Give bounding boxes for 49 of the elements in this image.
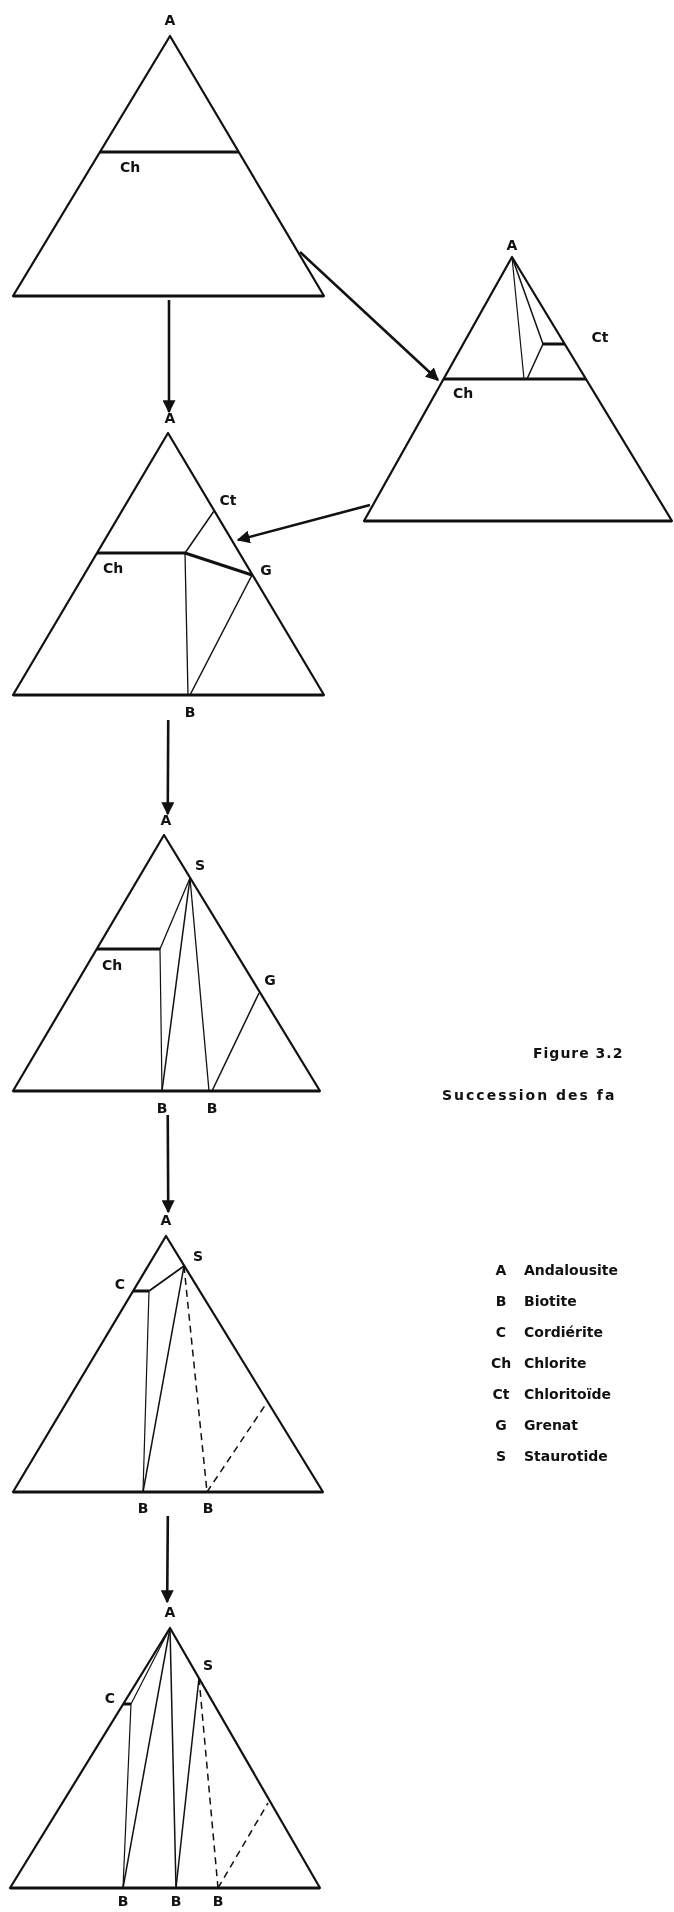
abbreviation: A xyxy=(494,1262,508,1278)
vertex-label: S xyxy=(192,1248,204,1264)
mineral-name: Grenat xyxy=(524,1417,578,1433)
vertex-label: Ch xyxy=(452,385,474,401)
vertex-label: C xyxy=(114,1276,126,1292)
mineral-name: Chlorite xyxy=(524,1355,587,1371)
vertex-label: B xyxy=(212,1893,224,1909)
vertex-label: B xyxy=(117,1893,129,1909)
abbreviation: C xyxy=(494,1324,508,1340)
abbreviation: Ct xyxy=(491,1386,511,1402)
arrow xyxy=(162,300,176,414)
mineral-name: Cordiérite xyxy=(524,1324,603,1340)
vertex-label: Ch xyxy=(101,957,123,973)
arrow xyxy=(161,1115,175,1214)
mineral-name: Biotite xyxy=(524,1293,577,1309)
mineral-name: Staurotide xyxy=(524,1448,608,1464)
vertex-label: G xyxy=(260,562,272,578)
figure-caption: Succession des fa xyxy=(442,1087,617,1103)
vertex-label: B xyxy=(170,1893,182,1909)
vertex-label: A xyxy=(164,1604,176,1620)
vertex-label: G xyxy=(264,972,276,988)
vertex-label: B xyxy=(206,1100,218,1116)
vertex-label: A xyxy=(506,237,518,253)
abbreviation: Ch xyxy=(489,1355,513,1371)
vertex-label: A xyxy=(164,12,176,28)
arrow xyxy=(236,503,371,544)
vertex-label: A xyxy=(160,1212,172,1228)
vertex-label: Ch xyxy=(119,159,141,175)
vertex-label: S xyxy=(194,857,206,873)
mineral-name: Chloritoïde xyxy=(524,1386,611,1402)
abbreviation: B xyxy=(494,1293,508,1309)
vertex-label: A xyxy=(164,410,176,426)
arrow xyxy=(161,720,175,816)
arrow xyxy=(299,251,439,381)
vertex-label: B xyxy=(156,1100,168,1116)
vertex-label: Ch xyxy=(102,560,124,576)
vertex-label: B xyxy=(202,1500,214,1516)
abbreviation: G xyxy=(494,1417,508,1433)
vertex-label: Ct xyxy=(591,329,609,345)
vertex-label: C xyxy=(104,1690,116,1706)
vertex-label: B xyxy=(184,704,196,720)
vertex-label: A xyxy=(160,812,172,828)
arrow xyxy=(160,1516,174,1604)
vertex-label: S xyxy=(202,1657,214,1673)
vertex-label: Ct xyxy=(219,492,237,508)
vertex-label: B xyxy=(137,1500,149,1516)
abbreviation: S xyxy=(494,1448,508,1464)
figure-title: Figure 3.2 xyxy=(533,1045,624,1061)
mineral-name: Andalousite xyxy=(524,1262,618,1278)
